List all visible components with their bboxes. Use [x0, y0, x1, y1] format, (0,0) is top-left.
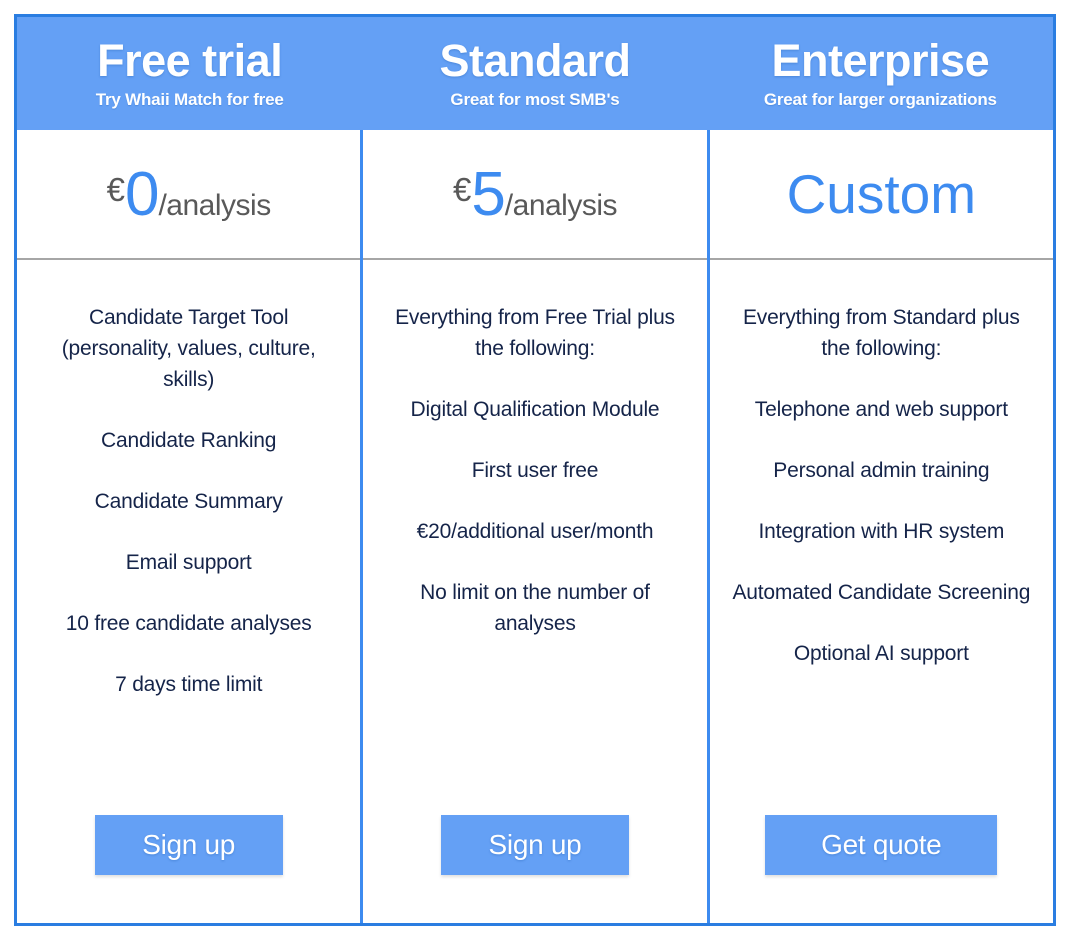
plan-subtitle: Try Whaii Match for free — [95, 90, 284, 110]
plan-subtitle: Great for most SMB's — [450, 90, 620, 110]
pricing-table: Free trial Try Whaii Match for free Stan… — [14, 14, 1056, 926]
feature-item: Telephone and web support — [754, 398, 1008, 421]
price-unit: /analysis — [504, 188, 618, 222]
plan-title: Free trial — [97, 34, 283, 86]
price: € 5 /analysis — [452, 159, 618, 230]
sign-up-button-standard[interactable]: Sign up — [440, 815, 629, 875]
get-quote-button-enterprise[interactable]: Get quote — [765, 815, 998, 875]
feature-item: Candidate Target Tool (personality, valu… — [61, 306, 316, 391]
price-currency: € — [106, 170, 125, 208]
feature-item: Everything from Free Trial plus the foll… — [395, 306, 675, 360]
plan-header-row: Free trial Try Whaii Match for free Stan… — [17, 17, 1053, 130]
price-amount: 5 — [471, 159, 505, 229]
price-custom: Custom — [786, 163, 977, 225]
feature-item: Automated Candidate Screening — [732, 581, 1031, 604]
feature-item: First user free — [471, 459, 599, 482]
feature-list: Candidate Target Tool (personality, valu… — [17, 260, 360, 805]
plan-title: Enterprise — [771, 34, 990, 86]
plan-title: Standard — [439, 34, 631, 86]
plan-column-enterprise: Custom Everything from Standard plus the… — [706, 130, 1053, 923]
feature-list: Everything from Standard plus the follow… — [710, 260, 1053, 805]
plan-column-free-trial: € 0 /analysis Candidate Target Tool (per… — [17, 130, 361, 923]
plan-subtitle: Great for larger organizations — [763, 90, 997, 110]
feature-item: Integration with HR system — [758, 520, 1005, 543]
feature-item: Optional AI support — [793, 642, 969, 665]
sign-up-button-free-trial[interactable]: Sign up — [94, 815, 283, 875]
plan-header-standard: Standard Great for most SMB's — [362, 17, 707, 130]
price-cell: € 0 /analysis — [17, 130, 361, 260]
feature-item: Digital Qualification Module — [410, 398, 660, 421]
feature-item: Personal admin training — [773, 459, 990, 482]
cta-cell: Get quote — [710, 805, 1053, 923]
feature-item: Everything from Standard plus the follow… — [742, 306, 1020, 360]
feature-list: Everything from Free Trial plus the foll… — [363, 260, 706, 805]
feature-item: Email support — [125, 551, 252, 574]
feature-item: Candidate Summary — [94, 490, 283, 513]
plan-header-free-trial: Free trial Try Whaii Match for free — [17, 17, 362, 130]
plan-header-enterprise: Enterprise Great for larger organization… — [708, 17, 1053, 130]
price-cell: Custom — [709, 130, 1053, 260]
price: Custom — [787, 162, 977, 226]
cta-cell: Sign up — [17, 805, 360, 923]
feature-item: 10 free candidate analyses — [65, 612, 312, 635]
feature-item: €20/additional user/month — [416, 520, 654, 543]
feature-item: 7 days time limit — [115, 673, 263, 696]
price: € 0 /analysis — [106, 159, 272, 230]
plan-body-row: € 0 /analysis Candidate Target Tool (per… — [17, 130, 1053, 923]
cta-cell: Sign up — [363, 805, 706, 923]
feature-item: No limit on the number of analyses — [420, 581, 650, 635]
price-amount: 0 — [124, 159, 159, 229]
price-currency: € — [452, 170, 472, 208]
plan-column-standard: € 5 /analysis Everything from Free Trial… — [360, 130, 707, 923]
price-unit: /analysis — [158, 188, 271, 222]
price-cell: € 5 /analysis — [363, 130, 707, 260]
feature-item: Candidate Ranking — [101, 429, 277, 452]
